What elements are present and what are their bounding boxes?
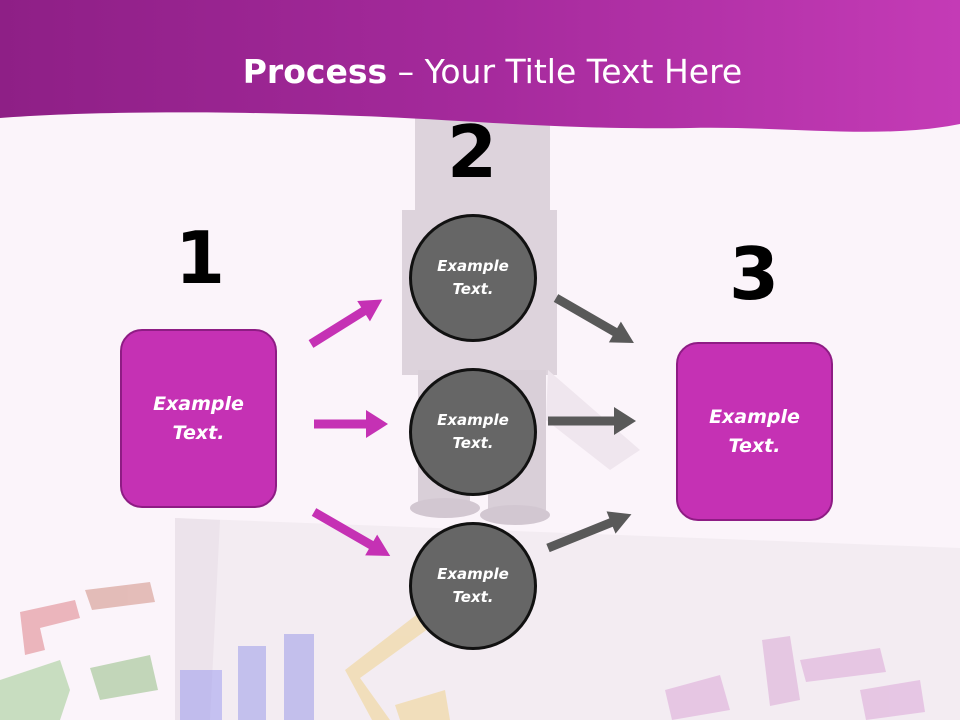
title-bold: Process — [242, 52, 388, 91]
step-3-box: Example Text. — [676, 342, 833, 521]
circle-top-text: Example Text. — [437, 257, 509, 298]
step-2-circle-bottom: Example Text. — [409, 522, 537, 650]
step-3-box-text: Example Text. — [709, 405, 800, 457]
step-2-circle-top: Example Text. — [409, 214, 537, 342]
step-number-3: 3 — [728, 232, 780, 316]
circle-bottom-text: Example Text. — [437, 565, 509, 606]
step-number-2: 2 — [446, 110, 498, 194]
circle-middle-text: Example Text. — [437, 411, 509, 452]
arrow-up-right-gray — [546, 511, 632, 553]
arrow-right-gray — [548, 407, 636, 435]
step-1-box-text: Example Text. — [153, 392, 244, 444]
arrow-up-right-magenta — [308, 299, 383, 348]
slide-title: Process – Your Title Text Here — [0, 52, 960, 91]
arrow-down-right-gray — [553, 294, 634, 343]
step-number-1: 1 — [174, 216, 226, 300]
arrow-right-magenta — [314, 410, 388, 438]
step-1-box: Example Text. — [120, 329, 277, 508]
step-2-circle-middle: Example Text. — [409, 368, 537, 496]
title-rest: – Your Title Text Here — [387, 52, 743, 91]
arrow-down-right-magenta — [311, 508, 391, 556]
